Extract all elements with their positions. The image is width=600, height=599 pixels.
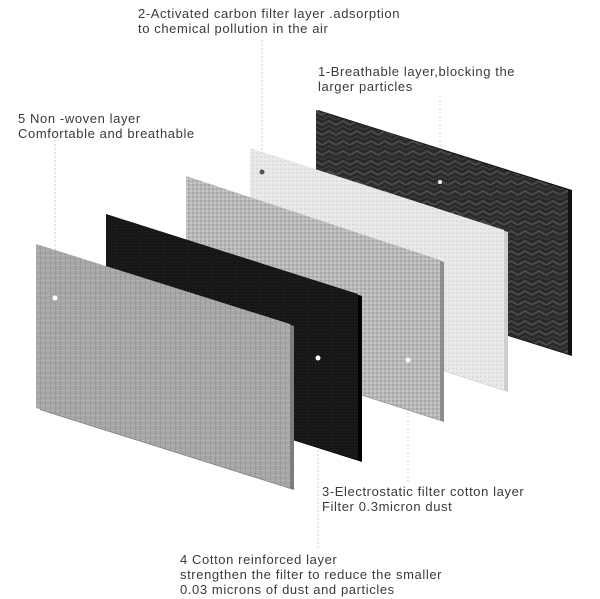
layer-5-nonwoven-panel xyxy=(36,244,294,490)
layer-4-label-line-1: 4 Cotton reinforced layer xyxy=(180,552,338,567)
marker-dot-5 xyxy=(52,295,58,301)
layer-5-label-line-2: Comfortable and breathable xyxy=(18,126,195,141)
layer-3-label-line-1: 3-Electrostatic filter cotton layer xyxy=(322,484,525,499)
layer-2-label-line-1: 2-Activated carbon filter layer .adsorpt… xyxy=(138,6,401,21)
layer-3-label: 3-Electrostatic filter cotton layer Filt… xyxy=(322,484,524,514)
layer-4-label-line-3: 0.03 microns of dust and particles xyxy=(180,582,395,597)
marker-dot-1 xyxy=(438,180,442,184)
marker-dot-3 xyxy=(405,357,411,363)
marker-dot-4 xyxy=(315,355,321,361)
layer-4-label-line-2: strengthen the filter to reduce the smal… xyxy=(180,567,443,582)
layer-1-label: 1-Breathable layer,blocking the larger p… xyxy=(318,64,515,94)
layer-3-label-line-2: Filter 0.3micron dust xyxy=(322,499,453,514)
layer-1-label-line-2: larger particles xyxy=(318,79,413,94)
layer-1-label-line-1: 1-Breathable layer,blocking the xyxy=(318,64,516,79)
layer-2-label-line-2: to chemical pollution in the air xyxy=(138,21,329,36)
marker-dot-2 xyxy=(259,169,265,175)
layer-5-label-line-1: 5 Non -woven layer xyxy=(18,111,141,126)
layer-4-label: 4 Cotton reinforced layer strengthen the… xyxy=(180,552,442,597)
layer-2-label: 2-Activated carbon filter layer .adsorpt… xyxy=(138,6,400,36)
layer-5-label: 5 Non -woven layer Comfortable and breat… xyxy=(18,111,195,141)
